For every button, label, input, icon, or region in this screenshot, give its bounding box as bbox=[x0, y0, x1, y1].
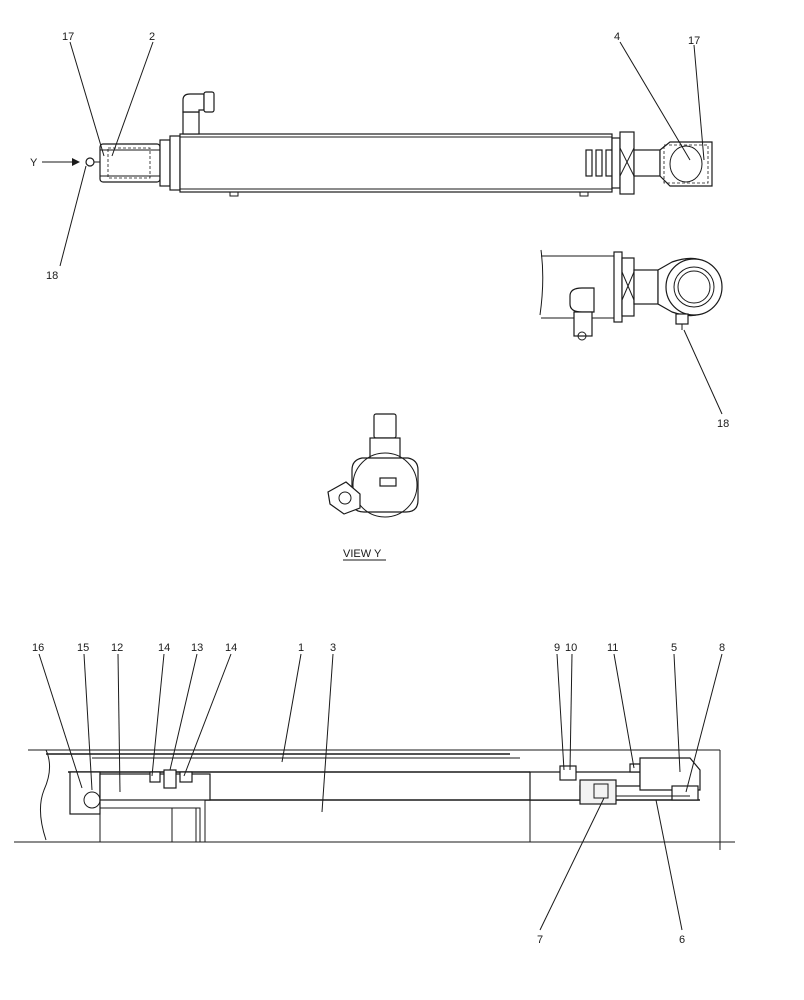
leader-lines bbox=[38, 41, 723, 931]
callout-6: 6 bbox=[679, 934, 685, 946]
sectional-view bbox=[14, 749, 735, 850]
cylinder-elevation bbox=[85, 91, 713, 197]
callout-5: 5 bbox=[671, 642, 677, 654]
callout-3: 3 bbox=[330, 642, 336, 654]
callout-17-right: 17 bbox=[688, 35, 700, 47]
callout-16: 16 bbox=[32, 642, 44, 654]
view-y-drawing: VIEW Y bbox=[327, 413, 419, 561]
grease-fitting-icon bbox=[85, 157, 95, 167]
view-y-arrow: Y bbox=[30, 157, 80, 169]
callout-11: 11 bbox=[607, 642, 618, 654]
view-y-title: VIEW Y bbox=[343, 548, 382, 560]
callout-4: 4 bbox=[614, 31, 620, 43]
callout-13: 13 bbox=[191, 642, 203, 654]
callout-12: 12 bbox=[111, 642, 123, 654]
callout-14-a: 14 bbox=[158, 642, 170, 654]
callout-8: 8 bbox=[719, 642, 725, 654]
callout-1: 1 bbox=[298, 642, 304, 654]
callout-18-right: 18 bbox=[717, 418, 729, 430]
rod-end-detail bbox=[539, 249, 723, 341]
callout-7: 7 bbox=[537, 934, 543, 946]
svg-text:Y: Y bbox=[30, 157, 38, 169]
callout-18-left: 18 bbox=[46, 270, 58, 282]
callout-15: 15 bbox=[77, 642, 89, 654]
callouts-section: 16 15 12 14 13 14 1 3 9 10 11 5 8 7 6 bbox=[32, 642, 725, 946]
callout-17-left: 17 bbox=[62, 31, 74, 43]
callout-14-b: 14 bbox=[225, 642, 237, 654]
callouts-top: 17 2 4 17 18 18 bbox=[46, 31, 729, 430]
callout-10: 10 bbox=[565, 642, 577, 654]
callout-2: 2 bbox=[149, 31, 155, 43]
callout-9: 9 bbox=[554, 642, 560, 654]
